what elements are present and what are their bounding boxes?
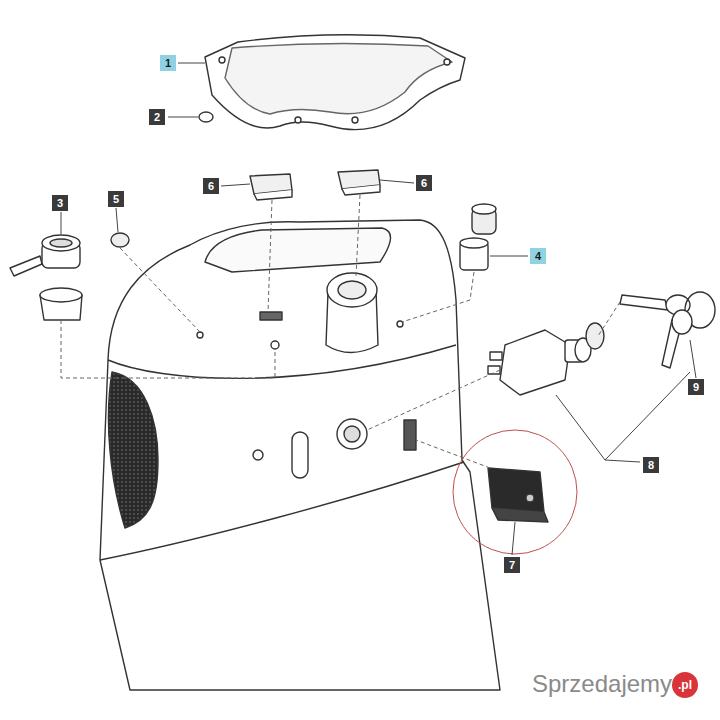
watermark: Sprzedajemy	[532, 670, 672, 698]
callout-number: 2	[149, 109, 165, 125]
rocker-switch	[488, 468, 548, 522]
callout-number: 1	[160, 55, 176, 71]
callout-number: 3	[52, 195, 68, 211]
control-knob	[460, 204, 496, 270]
instrument-cover	[205, 35, 465, 130]
callout-number: 7	[504, 557, 520, 573]
keys	[620, 292, 715, 368]
rotary-knob	[10, 235, 82, 320]
callout-number: 9	[688, 379, 704, 395]
console-housing	[100, 220, 500, 690]
callout-number: 6	[416, 175, 432, 191]
callout-number: 8	[643, 457, 659, 473]
callout-number: 6	[203, 178, 219, 194]
ignition-switch	[488, 323, 604, 395]
nut	[199, 112, 213, 122]
callout-number: 4	[530, 248, 546, 264]
callout-number: 5	[108, 191, 124, 207]
watermark-badge: .pl	[672, 672, 698, 698]
plug-cap	[111, 233, 129, 247]
